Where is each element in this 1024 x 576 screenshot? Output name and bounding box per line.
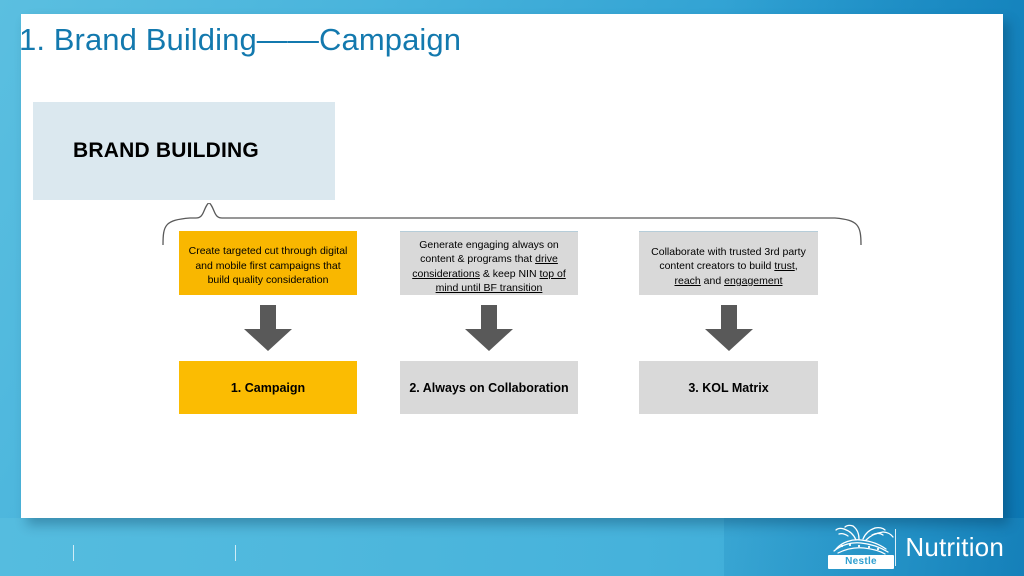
pillar-column-3: Collaborate with trusted 3rd party conte… <box>639 231 818 414</box>
nestle-nest-birds-icon <box>833 524 894 555</box>
result-box-3[interactable]: 3. KOL Matrix <box>639 361 818 414</box>
result-box-2[interactable]: 2. Always on Collaboration <box>400 361 578 414</box>
pillar-column-2: Generate engaging always on content & pr… <box>400 231 578 414</box>
result-label-3: 3. KOL Matrix <box>688 380 769 395</box>
nestle-brand-mark: Nestle <box>824 524 894 570</box>
result-label-1: 1. Campaign <box>230 380 306 395</box>
result-label-2: 2. Always on Collaboration <box>409 380 569 395</box>
down-arrow-icon <box>704 305 753 351</box>
description-text-2: Generate engaging always on content & pr… <box>412 238 566 295</box>
business-unit-name: Nutrition <box>905 532 1004 562</box>
description-box-2: Generate engaging always on content & pr… <box>400 231 578 295</box>
result-box-1[interactable]: 1. Campaign <box>179 361 357 414</box>
nestle-wordmark-text: Nestle <box>845 556 877 567</box>
pillar-column-1: Create targeted cut through digital and … <box>179 231 357 414</box>
description-box-1: Create targeted cut through digital and … <box>179 231 357 295</box>
brace-connector-icon <box>162 203 862 245</box>
arrow-wrapper-1 <box>179 295 357 361</box>
down-arrow-icon <box>465 305 513 351</box>
footer-tick-mark-2 <box>235 545 236 561</box>
page-title: 1. Brand Building——Campaign <box>19 22 462 57</box>
arrow-wrapper-3 <box>639 295 818 361</box>
description-text-3: Collaborate with trusted 3rd party conte… <box>651 245 806 287</box>
logo-divider <box>895 528 897 566</box>
nestle-nutrition-logo: Nestle Nutrition <box>824 523 1004 571</box>
description-box-3: Collaborate with trusted 3rd party conte… <box>639 231 818 295</box>
nestle-wordmark: Nestle <box>828 555 894 569</box>
description-text-1: Create targeted cut through digital and … <box>188 245 348 287</box>
arrow-wrapper-2 <box>400 295 578 361</box>
brand-building-header-box: BRAND BUILDING <box>33 102 335 200</box>
footer-tick-mark-1 <box>73 545 74 561</box>
brand-building-label: BRAND BUILDING <box>73 139 259 162</box>
down-arrow-icon <box>244 305 292 351</box>
